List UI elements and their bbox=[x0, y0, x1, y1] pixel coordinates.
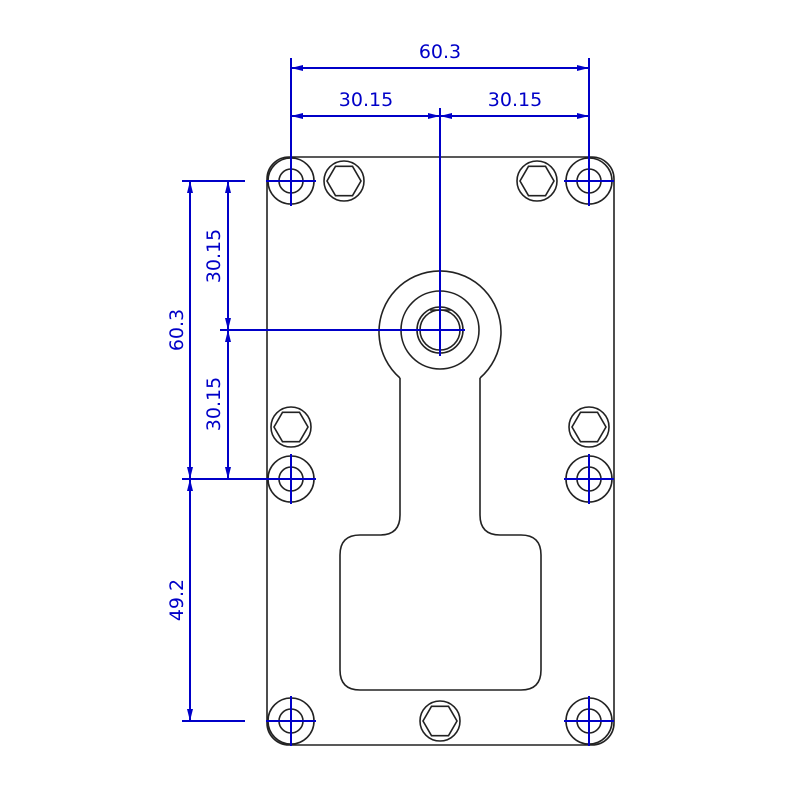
dim-top-left-half: 30.15 bbox=[339, 89, 393, 111]
dim-left-lower-half: 30.15 bbox=[203, 377, 225, 431]
center-cross bbox=[564, 454, 614, 504]
dim-left-upper-half: 30.15 bbox=[203, 229, 225, 283]
dim-top-overall: 60.3 bbox=[419, 41, 461, 63]
dim-left-bottom: 49.2 bbox=[166, 579, 188, 621]
center-cross bbox=[564, 696, 614, 746]
hex-bolt bbox=[323, 160, 365, 202]
dim-top-right-half: 30.15 bbox=[488, 89, 542, 111]
dim-left-overall: 60.3 bbox=[166, 309, 188, 351]
hex-bolts bbox=[270, 160, 610, 742]
hex-bolt bbox=[419, 700, 461, 742]
center-cross bbox=[266, 696, 316, 746]
hex-bolt bbox=[270, 406, 312, 448]
dimension-lines bbox=[182, 58, 590, 722]
hex-bolt bbox=[568, 406, 610, 448]
center-cross bbox=[266, 454, 316, 504]
gear-housing-outline bbox=[339, 378, 542, 691]
hex-bolt bbox=[516, 160, 558, 202]
